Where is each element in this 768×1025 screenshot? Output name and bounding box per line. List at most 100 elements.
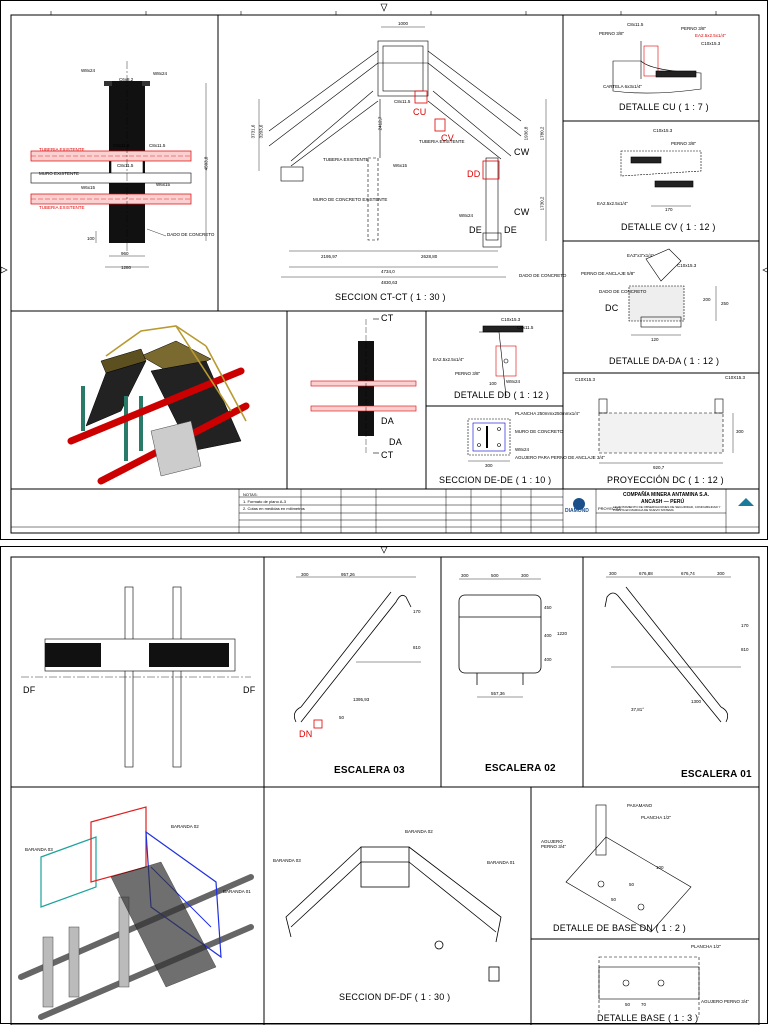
callout-da: DA (381, 416, 394, 426)
stair-01-view (604, 576, 741, 723)
label-c10: C10x15.3 (701, 41, 721, 46)
label-baranda: BARANDA 01 (223, 889, 251, 894)
dim-300: 300 (485, 463, 493, 468)
dim-1780: 1780,2 (539, 126, 545, 141)
view-title-cu: DETALLE CU ( 1 : 7 ) (619, 102, 709, 112)
label-baranda: BARANDA 01 (487, 860, 515, 865)
company-location: ANCASH — PERÚ (641, 499, 685, 505)
dim: 1300 (691, 699, 702, 704)
view-title-ct: SECCION CT-CT ( 1 : 30 ) (335, 292, 446, 302)
label-c10: C10x15.3 (653, 128, 673, 133)
label-c8x115: C8x11.5 (149, 143, 166, 148)
view-title-e01: ESCALERA 01 (681, 769, 752, 780)
view-title-da: DETALLE DA-DA ( 1 : 12 ) (609, 356, 720, 366)
label-dado: DADO DE CONCRETO (519, 273, 567, 278)
dim: 300 (521, 573, 529, 578)
company-name: COMPAÑÍA MINERA ANTAMINA S.A. (623, 492, 710, 498)
ct-elevation-view (310, 318, 417, 454)
dim-200: 200 (703, 297, 711, 302)
label-baranda: BARANDA 02 (405, 829, 433, 834)
label-w8: W8x24 (506, 379, 521, 384)
dim: 37,81° (631, 707, 645, 712)
section-ct-view (258, 26, 547, 278)
dim: 1220 (557, 631, 568, 636)
brand-name: DIAMOND (565, 508, 589, 514)
dim-2412: 2412,7 (377, 116, 383, 131)
label-w6x15: W6x15 (156, 182, 171, 187)
dim: 1395,93 (353, 697, 370, 702)
view-title-base-dn: DETALLE DE BASE DN ( 1 : 2 ) (553, 923, 686, 933)
label-wall: MURO DE CONCRETO EXISTENTE (313, 197, 388, 202)
label-perno: PERNO 3/8" (455, 371, 481, 376)
dim: 170 (741, 623, 749, 628)
view-title-e03: ESCALERA 03 (334, 765, 405, 776)
dim: 50 (611, 897, 617, 902)
section-de-view (467, 418, 511, 462)
callout-da: DA (389, 437, 402, 447)
dim-1280: 1280 (121, 265, 132, 270)
sheet1-linework (1, 3, 768, 534)
dim-100: 100 (489, 381, 497, 386)
dim: 50 (339, 715, 345, 720)
label-perno: PERNO DE ANCLAJE 5/8" (581, 271, 635, 276)
view-title-de: SECCION DE-DE ( 1 : 10 ) (439, 475, 552, 485)
dim-2628: 2628,80 (421, 254, 438, 259)
dim: 50 (629, 882, 635, 887)
label-perno: PERNO 3/8" (671, 141, 697, 146)
label-w8x24: W8x24 (153, 71, 168, 76)
label-c10: C10x15.3 (677, 263, 697, 268)
detail-cv-view (620, 150, 702, 207)
label-agujero: AGUJERO PERNO 3/4" (541, 839, 567, 849)
label-wall: MURO EXISTENTE (39, 171, 80, 176)
label-dado: DADO DE CONCRETO (167, 232, 215, 237)
dim-100: 100 (87, 236, 95, 241)
dim: 810 (741, 647, 749, 652)
label-c8x115: C8x11.5 (627, 22, 644, 27)
dim-170: 170 (665, 207, 673, 212)
view-title-dc: PROYECCIÓN DC ( 1 : 12 ) (607, 475, 724, 485)
base-dn-view (565, 804, 692, 933)
label-pipe: TUBERIA EXISTENTE (419, 139, 465, 144)
callout-de: DE (504, 225, 517, 235)
dim-300: 300 (736, 429, 744, 434)
section-df-view (285, 846, 502, 982)
label-pipe: TUBERIA EXISTENTE (39, 205, 85, 210)
callout-ct: CT (381, 450, 394, 460)
dim: 50 (625, 1002, 631, 1007)
label-ea: EA3"x3"x1/4" (627, 253, 654, 258)
label-plancha: PLANCHA 250mmx250mmx1/4" (515, 411, 580, 416)
label-c10: C10x15.3 (501, 317, 521, 322)
notes-heading: NOTAS: (243, 492, 258, 497)
iso-3d-view (67, 325, 250, 485)
iso-barandas-view (18, 806, 254, 1020)
callout-cw: CW (514, 207, 530, 217)
detail-cu-view (612, 41, 702, 94)
label-pipe: TUBERIA EXISTENTE (323, 157, 369, 162)
dim: 400 (544, 633, 552, 638)
label-w8: W8x24 (515, 447, 530, 452)
label-c6x82: C6x8.2 (119, 77, 134, 82)
label-c8: C8x11.5 (517, 325, 534, 330)
label-ea: EA2.5x2.5x1/4" (433, 357, 464, 362)
dim: 957,26 (341, 572, 355, 577)
label-baranda: BARANDA 02 (171, 824, 199, 829)
label-pipe: TUBERIA EXISTENTE (39, 147, 85, 152)
label-c8x115: C8x11.5 (117, 163, 134, 168)
dim: 70 (641, 1002, 647, 1007)
label-pasamano: PASAMANO (627, 803, 653, 808)
label-w8x24: W8x24 (459, 213, 474, 218)
dim-3731: 3731,6 (250, 124, 256, 139)
dim: 100 (656, 865, 664, 870)
dim-1936: 1936,8 (523, 126, 529, 141)
callout-ct: CT (381, 313, 394, 323)
label-cartela: CARTELA 6x3x1/4" (603, 84, 643, 89)
label-plancha: PLANCHA 1/2" (691, 944, 722, 949)
label-wall: MURO DE CONCRETO (515, 429, 564, 434)
detail-dd-view (479, 325, 524, 397)
view-title-base: DETALLE BASE ( 1 : 3 ) (597, 1013, 699, 1023)
dim-960: 960 (121, 251, 129, 256)
drawing-sheet-1: W8x24 W8x24 C6x8.2 TUBERIA EXISTENTE TUB… (0, 0, 768, 540)
dim-250: 250 (721, 301, 729, 306)
callout-dn: DN (299, 729, 313, 739)
dim: 400 (544, 657, 552, 662)
